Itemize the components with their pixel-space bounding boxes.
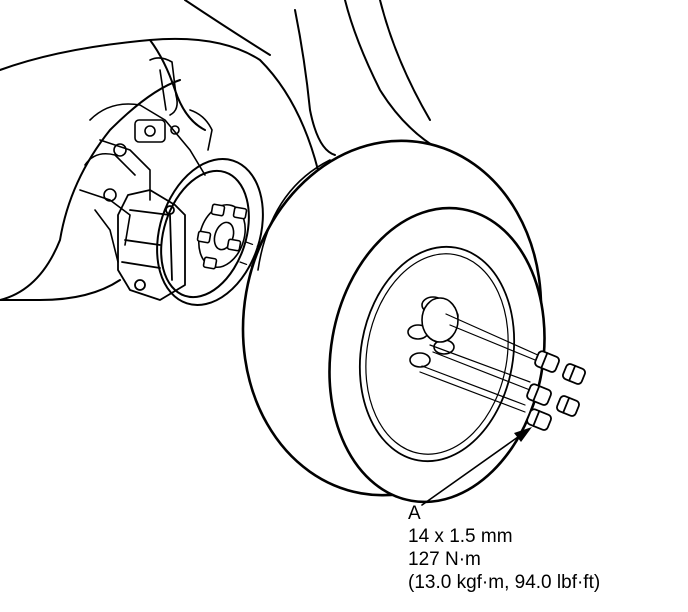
lug-nut xyxy=(534,350,560,373)
tire xyxy=(241,139,546,504)
lug-nut xyxy=(562,363,586,385)
lug-nuts xyxy=(526,350,586,431)
torque-alt-units: (13.0 kgf·m, 94.0 lbf·ft) xyxy=(408,572,601,593)
lug-nut xyxy=(526,408,552,431)
wheel-studs xyxy=(196,203,248,270)
torque-value: 127 N·m xyxy=(408,549,481,570)
suspension-assembly xyxy=(79,57,213,263)
torque-callout: A 14 x 1.5 mm 127 N·m (13.0 kgf·m, 94.0 … xyxy=(408,502,600,594)
callout-arrow xyxy=(421,427,532,506)
brake-disc xyxy=(156,158,264,306)
brake-caliper xyxy=(117,189,186,301)
lug-nut-guide-lines xyxy=(419,313,541,413)
callout-letter: A xyxy=(408,503,421,524)
lug-nut-size: 14 x 1.5 mm xyxy=(408,526,513,547)
vehicle-body xyxy=(0,0,441,301)
wheel-lug-holes xyxy=(407,296,459,368)
lug-nut xyxy=(556,395,580,417)
lug-nut xyxy=(526,383,552,406)
